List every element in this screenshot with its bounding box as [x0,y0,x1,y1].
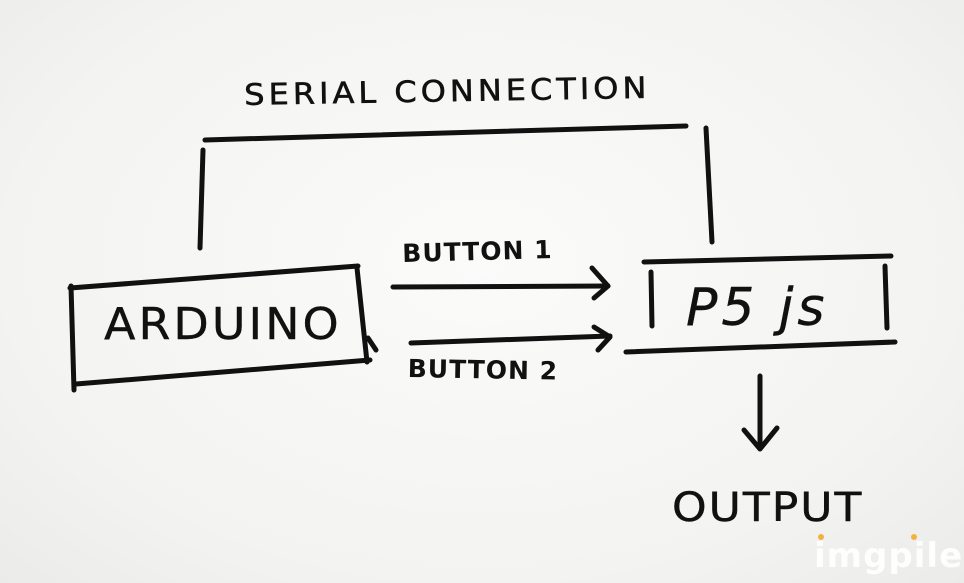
serial-connection-label: SERIAL CONNECTION [243,70,651,113]
p5js-label: P5 js [686,278,829,338]
serial-connection-line [197,123,715,251]
output-arrow [741,373,780,452]
watermark-logo: imgpile [806,528,962,578]
button1-arrow [390,265,611,301]
arduino-label: ARDUINO [104,298,342,350]
button2-label: BUTTON 2 [407,354,559,386]
watermark-text: imgpile [814,536,964,576]
watermark-dot-left [818,534,824,540]
output-label: OUTPUT [672,484,864,532]
arduino-box [67,263,379,393]
watermark-dot-right [911,534,917,540]
p5js-box [623,253,898,355]
button1-label: BUTTON 1 [401,235,553,268]
button2-arrow [408,324,613,353]
